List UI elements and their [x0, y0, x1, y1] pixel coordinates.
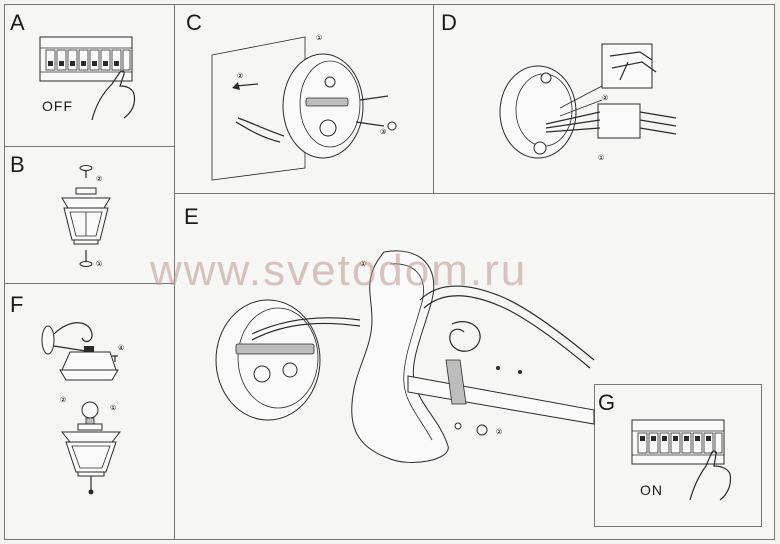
- svg-text:②: ②: [602, 94, 608, 102]
- svg-text:②: ②: [96, 175, 102, 183]
- wall-plate-icon: ① ② ③: [211, 34, 397, 181]
- bulb-icon: ④ ② ①: [41, 322, 124, 495]
- on-text: ON: [640, 482, 663, 498]
- panel-b-label: B: [10, 152, 25, 177]
- wiring-icon: ② ①: [499, 43, 677, 162]
- panel-e-label: E: [184, 204, 199, 229]
- svg-text:①: ①: [360, 260, 366, 268]
- hand-icon: [91, 70, 136, 121]
- svg-text:①: ①: [110, 404, 116, 412]
- svg-text:③: ③: [380, 128, 386, 136]
- panel-f-label: F: [10, 292, 24, 317]
- panel-c-label: C: [186, 10, 202, 35]
- panel-d: [433, 4, 775, 194]
- bracket-icon: ① ②: [215, 250, 595, 463]
- panel-g-label: G: [598, 390, 616, 415]
- svg-text:④: ④: [118, 344, 124, 352]
- breaker-panel-on-icon: [631, 419, 732, 501]
- panel-d-label: D: [441, 10, 457, 35]
- svg-text:①: ①: [316, 34, 322, 42]
- svg-text:②: ②: [496, 428, 502, 436]
- breaker-panel-icon: [39, 36, 133, 82]
- off-text: OFF: [42, 98, 73, 114]
- svg-text:②: ②: [60, 396, 66, 404]
- lantern-icon: ② ①: [61, 165, 111, 268]
- svg-text:①: ①: [598, 154, 604, 162]
- svg-text:①: ①: [96, 260, 102, 268]
- svg-text:②: ②: [237, 72, 243, 80]
- panel-a-label: A: [10, 10, 25, 35]
